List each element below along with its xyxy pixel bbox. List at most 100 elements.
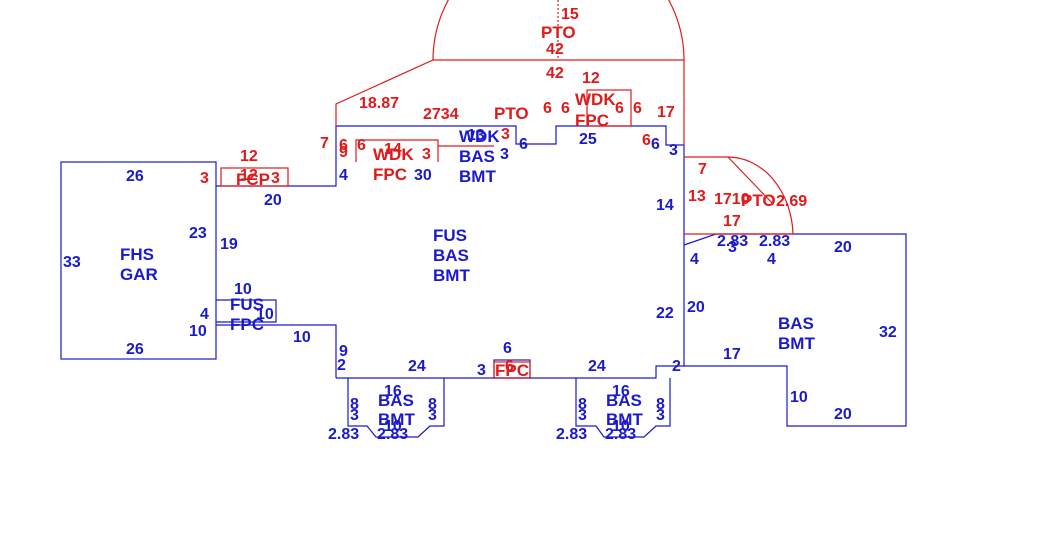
dim-semicircle-42a: 42 <box>546 41 564 58</box>
dim-fpc-bottom-3: 3 <box>477 362 486 379</box>
dim-bay-r-8b: 8 <box>656 396 665 413</box>
top-deck-outline <box>335 59 685 145</box>
top-wdk-box <box>586 89 632 127</box>
dim-main-top-30: 30 <box>414 167 432 184</box>
dim-fpc-left-top: 10 <box>234 281 252 298</box>
dim-gar-left: 33 <box>63 254 81 271</box>
dim-fpc-bottom-6: 6 <box>503 340 512 357</box>
dim-top-6c: 6 <box>615 100 624 117</box>
dim-right-3: 3 <box>728 239 737 256</box>
dim-bay-r-16: 16 <box>612 383 630 400</box>
right-line1: BAS <box>778 314 814 333</box>
fcp-box <box>220 167 289 187</box>
dim-main-top-6a: 6 <box>519 136 528 153</box>
main-line1: FUS <box>433 226 467 245</box>
wdk-fpc-top-line2: FPC <box>575 111 609 130</box>
right-line2: BMT <box>778 334 815 353</box>
dim-main-bottom-right: 24 <box>588 358 606 375</box>
label-top-bas: BAS BMT <box>459 147 496 186</box>
dim-bay-l-283a: 2.83 <box>328 426 359 443</box>
label-wdk-fpc-top: WDK FPC <box>575 90 616 130</box>
dim-main-bottom-right2: 2 <box>672 358 681 375</box>
fhs-gar-line2: GAR <box>120 265 158 284</box>
bay-left-line2: BMT <box>378 410 415 429</box>
dim-bay-l-283b: 2.83 <box>377 426 408 443</box>
top-bas-line1: BAS <box>459 147 495 166</box>
label-bay-left: BAS BMT <box>378 391 415 429</box>
dim-bay-r-10: 10 <box>612 418 630 435</box>
label-pto-semicircle: PTO <box>541 23 576 42</box>
bottom-fpc-red <box>493 361 531 379</box>
bay-right-outline <box>575 378 671 438</box>
dim-wdk-12: 12 <box>582 70 600 87</box>
dim-bay-r-8a: 8 <box>578 396 587 413</box>
fus-fpc-line1: FUS <box>230 295 264 314</box>
label-wdk-fpc-left: WDK FPC <box>373 145 414 184</box>
dim-right-4a: 4 <box>690 251 699 268</box>
dim-right-4b: 4 <box>767 251 776 268</box>
label-pto-top: PTO <box>494 104 529 123</box>
dim-wdk-13: 13 <box>467 127 485 144</box>
label-right-wing: BAS BMT <box>778 314 815 353</box>
dim-bay-l-10: 10 <box>384 418 402 435</box>
dim-right-283a: 2.83 <box>717 233 748 250</box>
main-line3: BMT <box>433 266 470 285</box>
label-main-house: FUS BAS BMT <box>433 226 470 285</box>
dim-top-17: 17 <box>657 104 675 121</box>
dim-main-top-6b: 6 <box>651 136 660 153</box>
bay-right-line2: BMT <box>606 410 643 429</box>
dim-left-6a: 6 <box>339 137 348 154</box>
dim-conn-top: 20 <box>264 192 282 209</box>
dim-gar-top: 26 <box>126 168 144 185</box>
dim-right-20-top: 20 <box>834 239 852 256</box>
label-fcp: FCP <box>236 170 270 189</box>
fhs-gar-line1: FHS <box>120 245 154 264</box>
label-pto-right: PTO <box>741 191 776 210</box>
dim-bay-l-3b: 3 <box>428 407 437 424</box>
dim-fpc-bottom-6-red: 6 <box>505 358 514 375</box>
right-patio-diag <box>727 156 774 205</box>
dim-main-right-b: 22 <box>656 305 674 322</box>
dim-right-32: 32 <box>879 324 897 341</box>
dim-fpc-left-side: 4 <box>200 306 209 323</box>
dim-top-6d: 6 <box>633 100 642 117</box>
dim-fcp-12b: 12 <box>240 167 258 184</box>
dim-fpc-left-bottom: 10 <box>293 329 311 346</box>
dim-wdk-left-14: 14 <box>384 141 402 158</box>
dim-step-a: 4 <box>339 167 348 184</box>
bay-left-outline <box>347 378 445 438</box>
dim-right-7: 7 <box>698 161 707 178</box>
label-fus-fpc: FUS FPC <box>230 295 264 334</box>
dim-right-17: 17 <box>723 346 741 363</box>
dim-wdk-left-3: 3 <box>422 146 431 163</box>
dim-bay-r-283b: 2.83 <box>605 426 636 443</box>
dim-bay-l-3a: 3 <box>350 407 359 424</box>
dim-right-13: 13 <box>688 188 706 205</box>
dim-fcp-12: 12 <box>240 148 258 165</box>
dim-left-7: 7 <box>320 135 329 152</box>
dim-right-1710: 1710 <box>714 191 750 208</box>
dim-main-left-low2: 2 <box>337 357 346 374</box>
dim-main-top-3b: 3 <box>500 146 509 163</box>
dim-bay-r-3b: 3 <box>656 407 665 424</box>
dim-main-top-25: 25 <box>579 131 597 148</box>
dim-left-9: 9 <box>339 144 348 161</box>
wdk-fpc-left-line1: WDK <box>373 145 414 164</box>
left-porch-outline <box>216 299 277 323</box>
wdk-fpc-top-line1: WDK <box>575 90 616 109</box>
top-bas-line2: BMT <box>459 167 496 186</box>
wdk-fpc-left-line2: FPC <box>373 165 407 184</box>
dim-right-269: 2.69 <box>776 193 807 210</box>
dim-top-6a: 6 <box>543 100 552 117</box>
left-wdk-box <box>355 139 494 162</box>
dim-top-6b: 6 <box>561 100 570 117</box>
dim-fpc-left-inner: 10 <box>256 306 274 323</box>
dim-bay-r-283a: 2.83 <box>556 426 587 443</box>
dim-wdk-center-3: 3 <box>501 126 510 143</box>
dim-top-2734: 2734 <box>423 106 459 123</box>
fus-fpc-line2: FPC <box>230 315 264 334</box>
dim-right-20-bottom: 20 <box>834 406 852 423</box>
bay-left-line1: BAS <box>378 391 414 410</box>
bay-right-line1: BAS <box>606 391 642 410</box>
